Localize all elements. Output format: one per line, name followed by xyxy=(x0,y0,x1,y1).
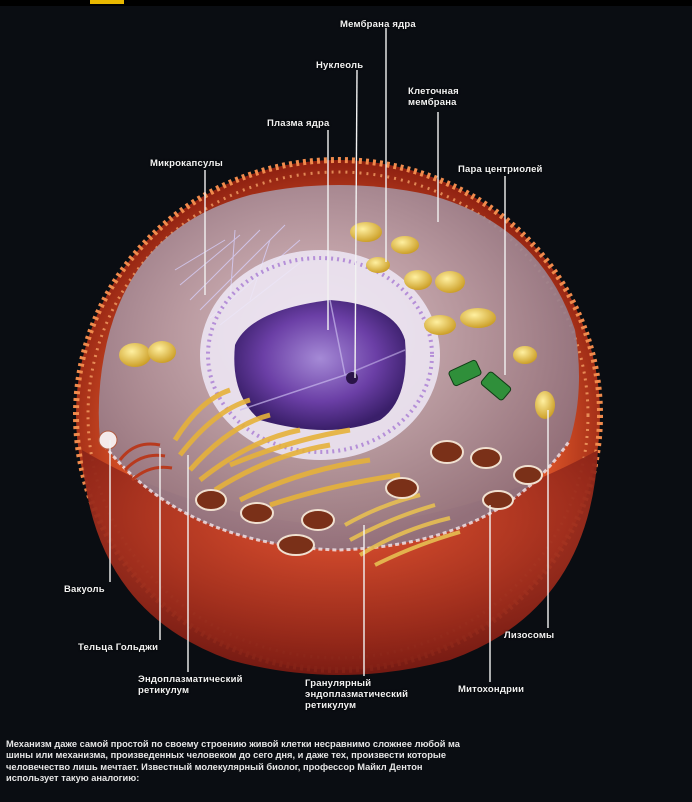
caption-text: Механизм даже самой простой по своему ст… xyxy=(6,739,460,784)
vacuole-shape xyxy=(98,430,118,450)
label-er: Эндоплазматический ретикулум xyxy=(138,674,243,696)
centrioles-shape xyxy=(448,359,512,401)
mitochondria-shape xyxy=(195,440,543,556)
label-microcapsules: Микрокапсулы xyxy=(150,158,223,169)
granular-er-shape xyxy=(344,493,461,567)
label-nuclear-membrane: Мембрана ядра xyxy=(340,19,416,30)
label-lysosomes: Лизосомы xyxy=(504,630,555,641)
label-cell-membrane: Клеточная мембрана xyxy=(408,86,459,108)
er-shape xyxy=(172,387,401,508)
label-golgi: Тельца Гольджи xyxy=(78,642,159,653)
label-granular-er: Гранулярный эндоплазматический ретикулум xyxy=(305,678,409,711)
label-vacuole: Вакуоль xyxy=(64,584,105,595)
leader-lines xyxy=(109,28,549,682)
label-centrioles: Пара центриолей xyxy=(458,164,543,175)
golgi-shape xyxy=(118,442,173,482)
label-nucleolus: Нуклеоль xyxy=(316,60,364,71)
nucleolus-dot xyxy=(346,372,358,384)
label-mitochondria: Митохондрии xyxy=(458,684,525,695)
organelles-yellow xyxy=(119,222,555,419)
label-nucleoplasm: Плазма ядра xyxy=(267,118,330,129)
top-accent xyxy=(90,0,124,4)
top-bar xyxy=(0,0,692,6)
nucleus-shape xyxy=(200,250,440,460)
